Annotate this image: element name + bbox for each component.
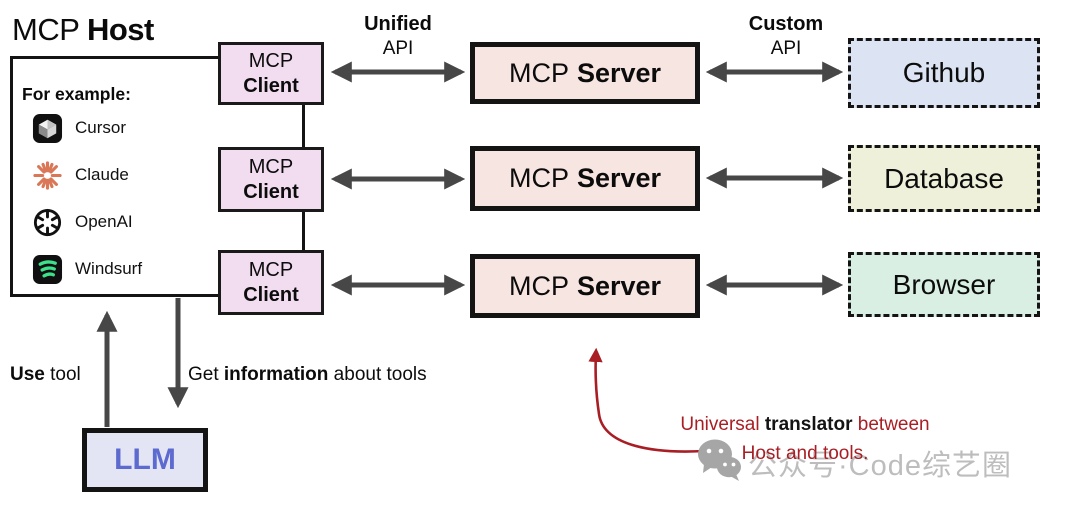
claude-icon <box>32 160 63 191</box>
mcp-client-box-3: MCP Client <box>218 250 324 315</box>
client-line2: Client <box>243 283 299 306</box>
client-line2: Client <box>243 180 299 203</box>
watermark-text: 公众号·Code综艺圈 <box>748 449 1012 482</box>
example-label-cursor: Cursor <box>75 118 127 137</box>
unified-normal: API <box>382 38 414 59</box>
tool-label: Browser <box>892 268 996 300</box>
server-bold: Server <box>576 270 662 301</box>
example-label-openai: OpenAI <box>75 212 133 231</box>
get-info-pre: Get <box>188 364 224 385</box>
unified-api-label: Unified API <box>348 13 448 60</box>
client-line1: MCP <box>248 156 294 179</box>
tool-box-browser: Browser <box>848 252 1040 317</box>
annotation-line2: Host and tools. <box>741 443 869 465</box>
example-label-claude: Claude <box>75 165 129 184</box>
page-title: MCP Host <box>12 12 154 48</box>
mcp-client-box-2: MCP Client <box>218 147 324 212</box>
list-item-windsurf: Windsurf <box>32 253 142 285</box>
client-line1: MCP <box>248 259 294 282</box>
annotation-post: between <box>852 414 930 435</box>
annotation-bold: translator <box>764 414 853 435</box>
llm-box: LLM <box>82 428 208 492</box>
tool-box-github: Github <box>848 38 1040 108</box>
list-item-openai: OpenAI <box>32 206 142 238</box>
for-example-label: For example: <box>22 84 131 104</box>
llm-label: LLM <box>114 443 176 476</box>
use-tool-normal: tool <box>44 364 81 385</box>
tool-label: Github <box>902 57 986 88</box>
annotation-pre: Universal <box>680 414 765 435</box>
custom-normal: API <box>770 38 802 59</box>
watermark: 公众号·Code综艺圈 <box>696 438 1012 487</box>
use-tool-bold: Use <box>10 364 45 385</box>
server-normal: MCP <box>508 57 569 88</box>
custom-api-label: Custom API <box>736 13 836 60</box>
example-label-windsurf: Windsurf <box>75 259 143 278</box>
use-tool-label: Use tool <box>10 364 81 386</box>
title-normal: MCP <box>12 12 79 47</box>
tool-label: Database <box>884 162 1004 194</box>
mcp-server-box-2: MCP Server <box>470 146 700 211</box>
openai-icon <box>32 207 63 238</box>
mcp-server-box-1: MCP Server <box>470 42 700 104</box>
client-line2: Client <box>243 74 299 97</box>
server-bold: Server <box>576 57 662 88</box>
windsurf-icon <box>32 254 63 285</box>
client-line1: MCP <box>248 50 294 73</box>
server-bold: Server <box>576 163 662 193</box>
list-item-cursor: Cursor <box>32 112 142 144</box>
annotation-text: Universal translator between Host and to… <box>640 410 970 469</box>
mcp-server-box-3: MCP Server <box>470 254 700 318</box>
get-info-post: about tools <box>328 364 427 385</box>
title-bold: Host <box>86 12 154 47</box>
mcp-client-box-1: MCP Client <box>218 42 324 105</box>
server-normal: MCP <box>508 163 569 193</box>
unified-bold: Unified <box>364 13 432 35</box>
list-item-claude: Claude <box>32 159 142 191</box>
get-info-bold: information <box>223 364 329 385</box>
host-examples-list: Cursor <box>32 112 142 285</box>
server-normal: MCP <box>508 270 569 301</box>
tool-box-database: Database <box>848 145 1040 212</box>
cursor-icon <box>32 113 63 144</box>
get-info-label: Get information about tools <box>188 364 427 386</box>
wechat-icon <box>696 438 742 487</box>
custom-bold: Custom <box>748 13 824 35</box>
